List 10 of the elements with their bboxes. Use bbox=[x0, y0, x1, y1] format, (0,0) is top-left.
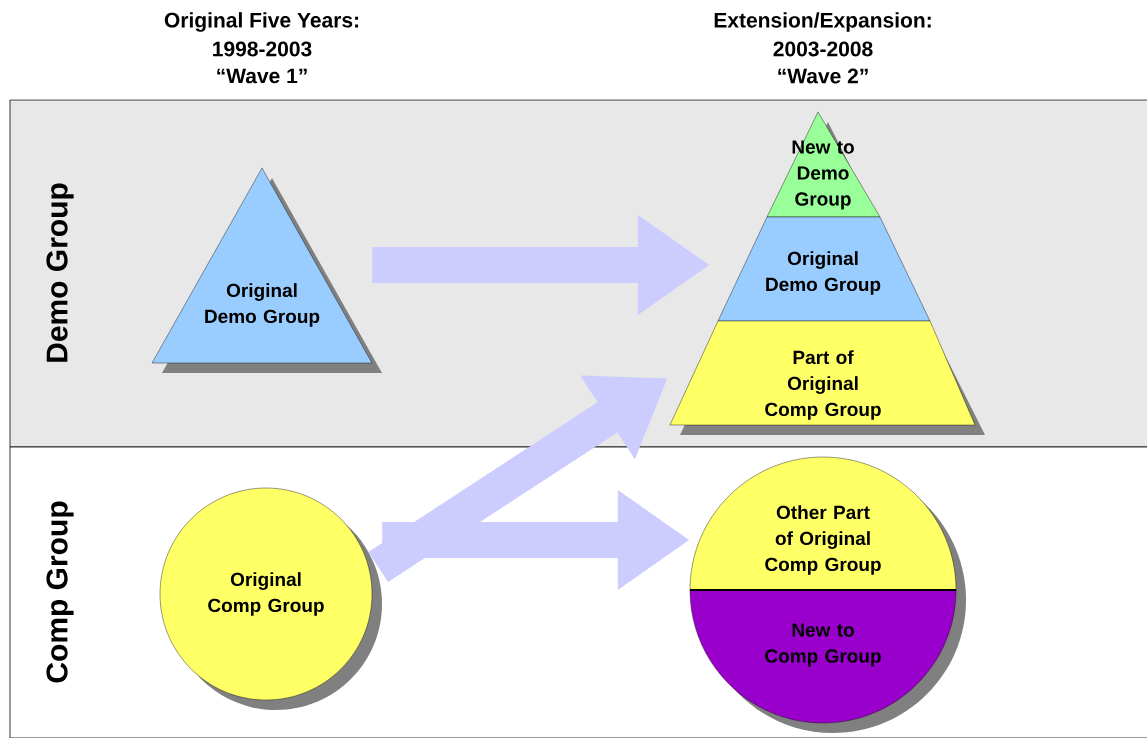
trapezoid: Part of Original Comp Group bbox=[669, 320, 976, 426]
triangle: Original Demo Group bbox=[151, 167, 382, 373]
column-heading: “Wave 2” bbox=[778, 68, 868, 84]
column-heading: 2003-2008 bbox=[773, 41, 873, 57]
column-heading: “Wave 1” bbox=[217, 68, 307, 84]
column-heading: Extension/Expansion: bbox=[714, 12, 931, 32]
column-heading: Original Five Years: bbox=[164, 12, 359, 32]
triangle: New to Demo Group bbox=[766, 111, 881, 218]
column-heading: 1998-2003 bbox=[213, 41, 312, 57]
trapezoid: Original Demo Group bbox=[717, 216, 931, 322]
